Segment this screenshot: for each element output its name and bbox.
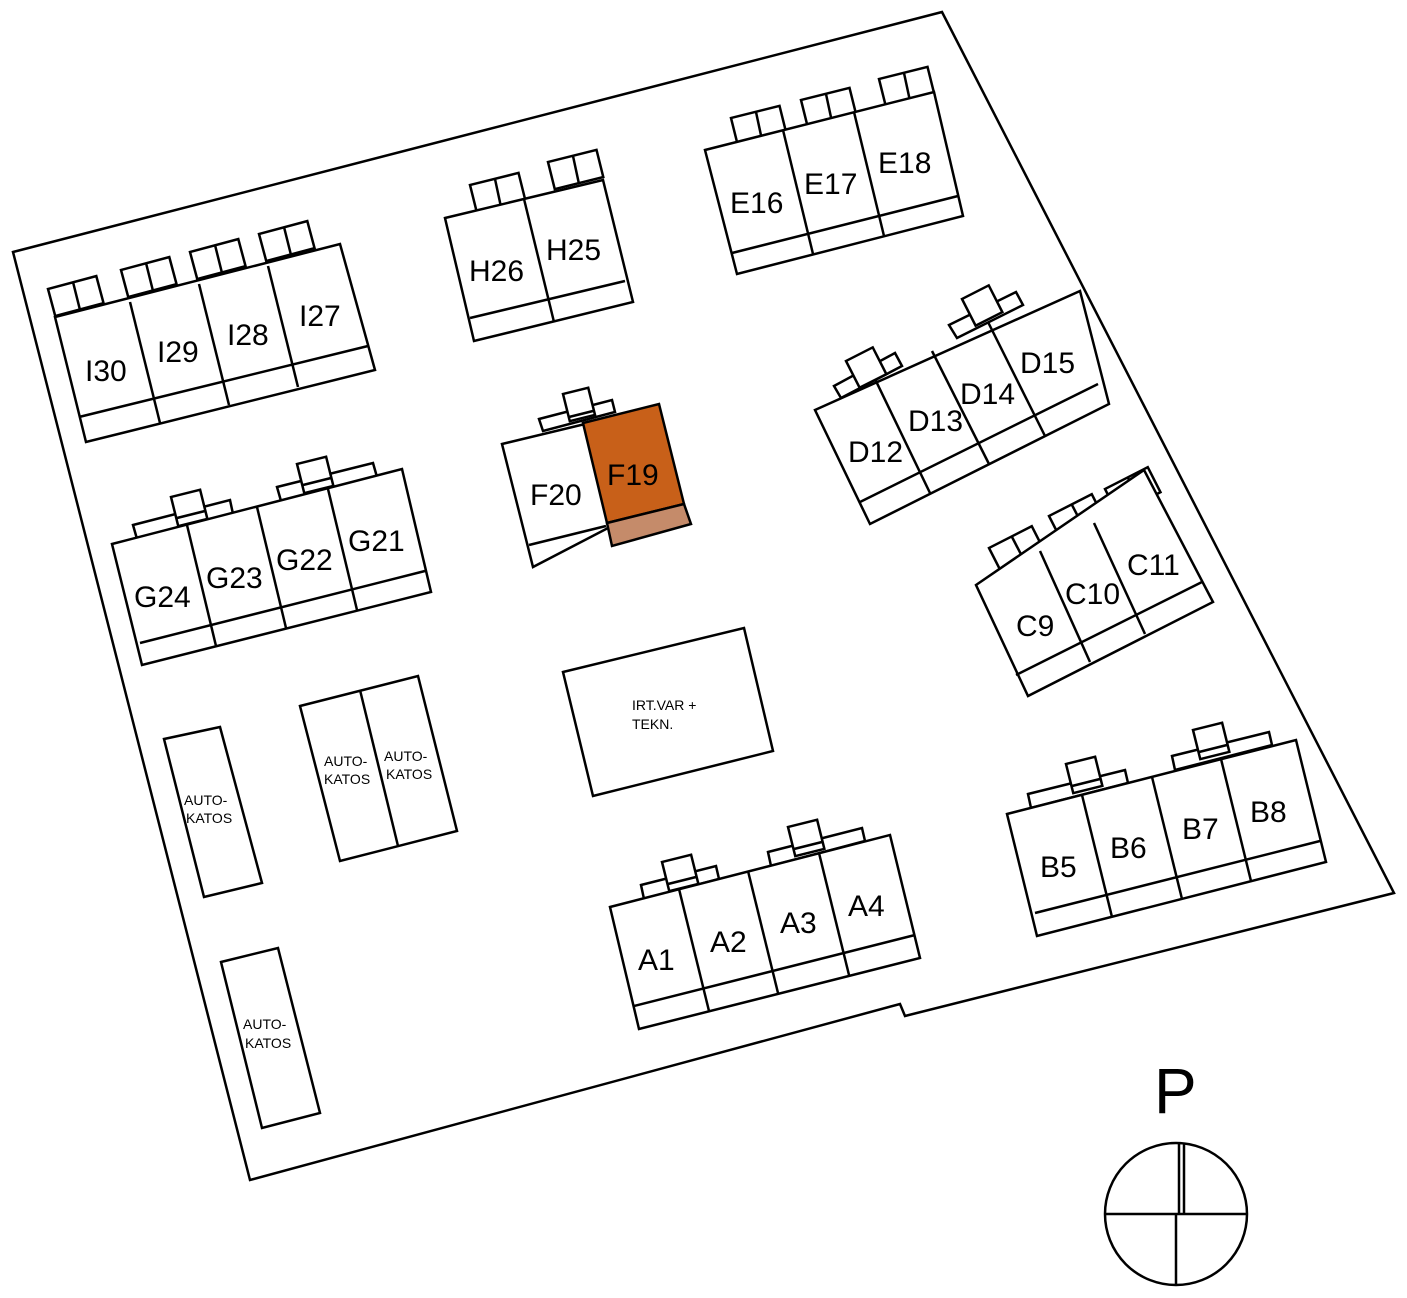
unit-label-f20: F20 (530, 479, 582, 512)
unit-label-e18: E18 (878, 147, 931, 180)
unit-label-d15: D15 (1020, 347, 1075, 380)
carport-4-line2: KATOS (245, 1035, 291, 1051)
building-d: D12 D13 D14 D15 (813, 283, 1111, 526)
building-a: A1 A2 A3 A4 (608, 818, 922, 1031)
unit-label-g22: G22 (276, 544, 333, 577)
unit-f19-terrace (605, 502, 693, 548)
unit-label-a4: A4 (848, 890, 885, 923)
unit-label-i28: I28 (227, 319, 269, 352)
unit-label-d13: D13 (908, 405, 963, 438)
unit-label-i27: I27 (299, 300, 341, 333)
building-h: H26 H25 (443, 148, 635, 343)
unit-label-a3: A3 (780, 907, 817, 940)
building-g: G24 G23 G22 G21 (110, 455, 433, 667)
unit-label-a1: A1 (638, 944, 675, 977)
carport-left-bottom: AUTO- KATOS (219, 946, 322, 1130)
unit-label-c11: C11 (1127, 549, 1180, 582)
unit-label-i29: I29 (157, 336, 199, 369)
unit-label-b6: B6 (1110, 832, 1147, 865)
carport-1-line1: AUTO- (184, 792, 228, 808)
unit-label-b5: B5 (1040, 851, 1077, 884)
storage-building: IRT.VAR + TEKN. (561, 626, 775, 798)
unit-label-i30: I30 (85, 355, 127, 388)
carport-3-line1: AUTO- (384, 748, 428, 764)
unit-label-a2: A2 (710, 926, 747, 959)
unit-label-f19: F19 (607, 459, 659, 492)
carport-2-line2: KATOS (324, 771, 370, 787)
unit-label-c10: C10 (1065, 578, 1120, 611)
building-i: I30 I29 I28 I27 (46, 219, 377, 444)
building-c: C9 C10 C11 (974, 465, 1215, 698)
carport-left-top: AUTO- KATOS (162, 725, 264, 899)
unit-label-h26: H26 (469, 255, 524, 288)
unit-label-c9: C9 (1016, 610, 1054, 643)
carport-double: AUTO- KATOS AUTO- KATOS (298, 674, 459, 863)
unit-label-h25: H25 (546, 234, 601, 267)
carport-4-line1: AUTO- (243, 1016, 287, 1032)
unit-label-e17: E17 (804, 168, 857, 201)
building-e: E16 E17 E18 (703, 65, 965, 276)
unit-label-b8: B8 (1250, 796, 1287, 829)
building-f: F20 F19 (500, 386, 693, 569)
compass-north-letter: P (1154, 1055, 1197, 1127)
unit-label-d14: D14 (960, 378, 1015, 411)
unit-label-g21: G21 (348, 525, 405, 558)
storage-label-line1: IRT.VAR + (632, 697, 696, 713)
north-compass: P (1103, 1055, 1249, 1287)
carport-1-line2: KATOS (186, 810, 232, 826)
unit-label-d12: D12 (848, 436, 903, 469)
unit-label-e16: E16 (730, 187, 783, 220)
storage-label-line2: TEKN. (632, 716, 673, 732)
carport-3-line2: KATOS (386, 766, 432, 782)
carport-2-line1: AUTO- (324, 753, 368, 769)
unit-label-g24: G24 (134, 581, 191, 614)
building-b: B5 B6 B7 B8 (1005, 721, 1328, 938)
unit-label-b7: B7 (1182, 813, 1219, 846)
unit-label-g23: G23 (206, 562, 263, 595)
